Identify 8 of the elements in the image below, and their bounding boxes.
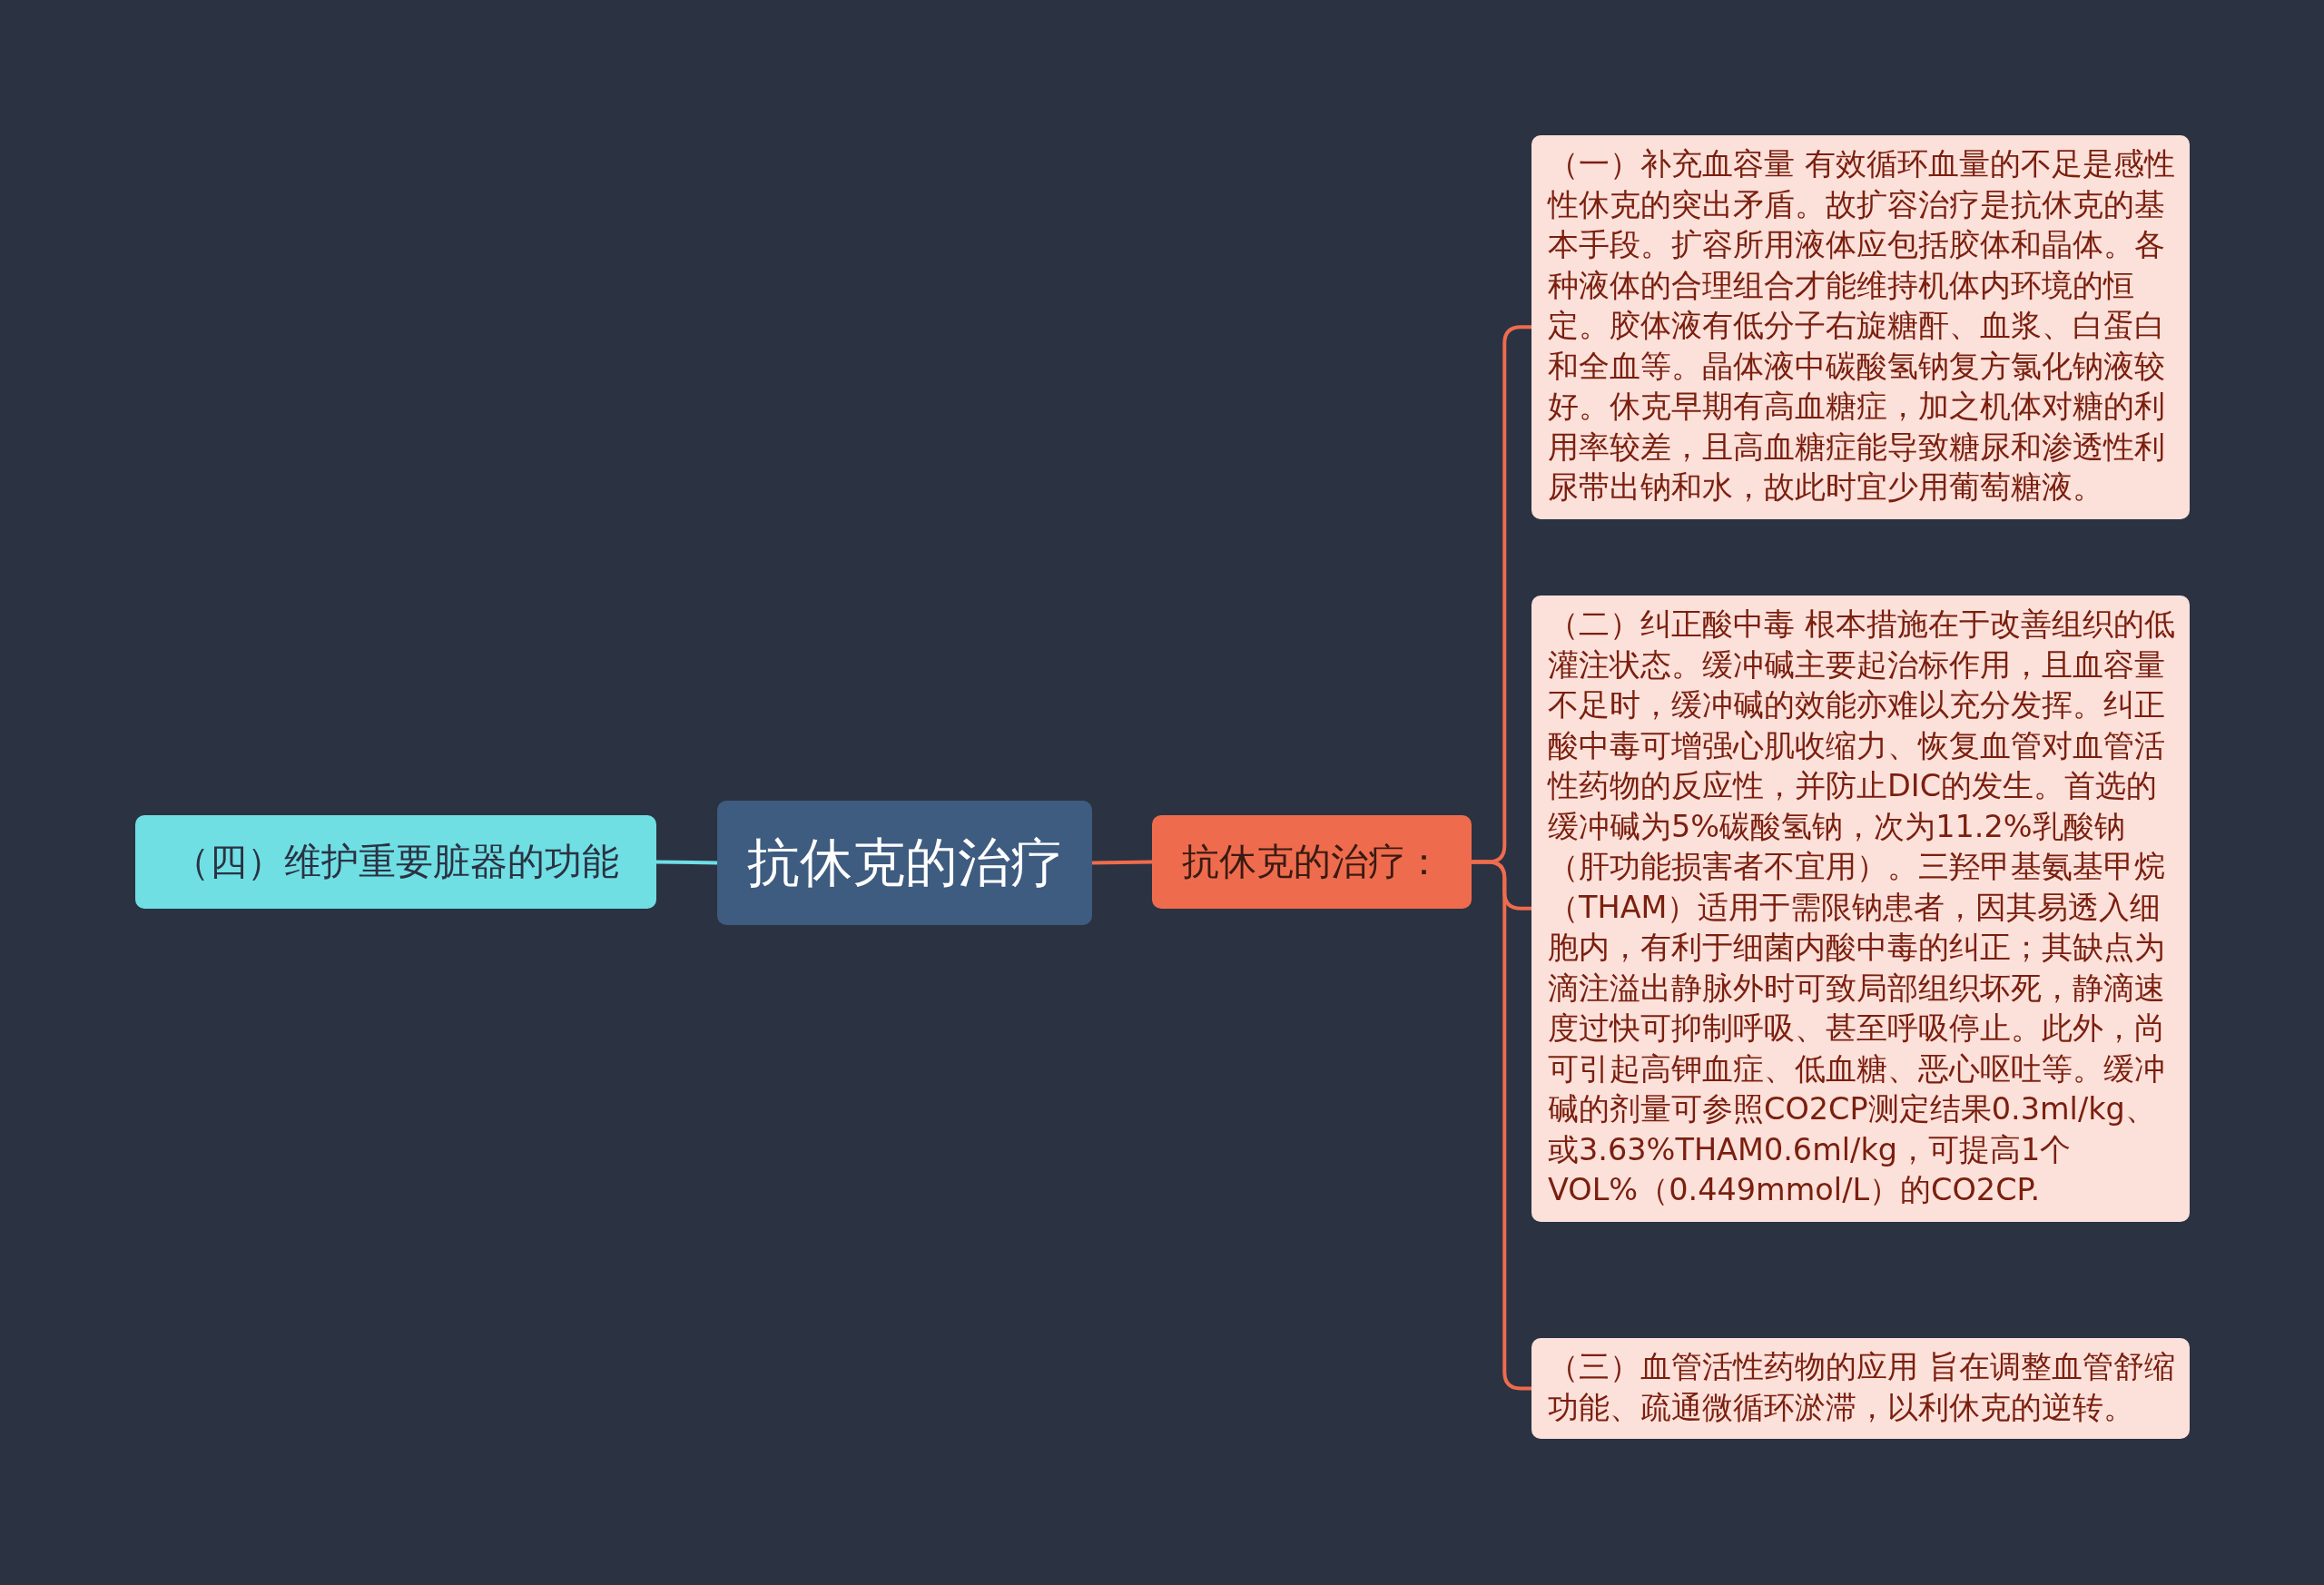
text-card: （二）纠正酸中毒 根本措施在于改善组织的低灌注状态。缓冲碱主要起治标作用，且血容量不足时，缓冲碱的效能亦难以充分发挥。纠正酸中毒可增强心肌收缩力、恢复血管对血管活性药物的反应性，并防止DIC的发生。首选的缓冲碱为5%碳酸氢钠，次为11.2%乳酸钠（肝功能损害者不宜用）。三羟甲基氨基甲烷（THAM）适用于需限钠患者，因其易透入细胞内，有利于细菌内酸中毒的纠正；其缺点为滴注溢出静脉外时可致局部组织坏死，静滴速度过快可抑制呼吸、甚至呼吸停止。此外，尚可引起高钾血症、低血糖、恶心呕吐等。缓冲碱的剂量可参照CO2CP测定结果0.3ml/kg、或3.63%THAM0.6ml/kg，可提高1个VOL%（0.449mmol/L）的CO2CP. [1531,596,2190,1222]
topic-box: （四）维护重要脏器的功能 [135,815,656,909]
connector-line [1091,860,1153,865]
central-topic-box: 抗休克的治疗 [717,801,1092,925]
text-card: （三）血管活性药物的应用 旨在调整血管舒缩功能、疏通微循环淤滞，以利休克的逆转。 [1531,1338,2190,1439]
topic-box: 抗休克的治疗： [1152,815,1472,909]
text-card: （一）补充血容量 有效循环血量的不足是感性性休克的突出矛盾。故扩容治疗是抗休克的基本手段。扩容所用液体应包括胶体和晶体。各种液体的合理组合才能维持机体内环境的恒定。胶体液有低分子右旋糖酐、血浆、白蛋白和全血等。晶体液中碳酸氢钠复方氯化钠液较好。休克早期有高血糖症，加之机体对糖的利用率较差，且高血糖症能导致糖尿和渗透性利尿带出钠和水，故此时宜少用葡萄糖液。 [1531,135,2190,519]
connector-line [655,860,718,865]
